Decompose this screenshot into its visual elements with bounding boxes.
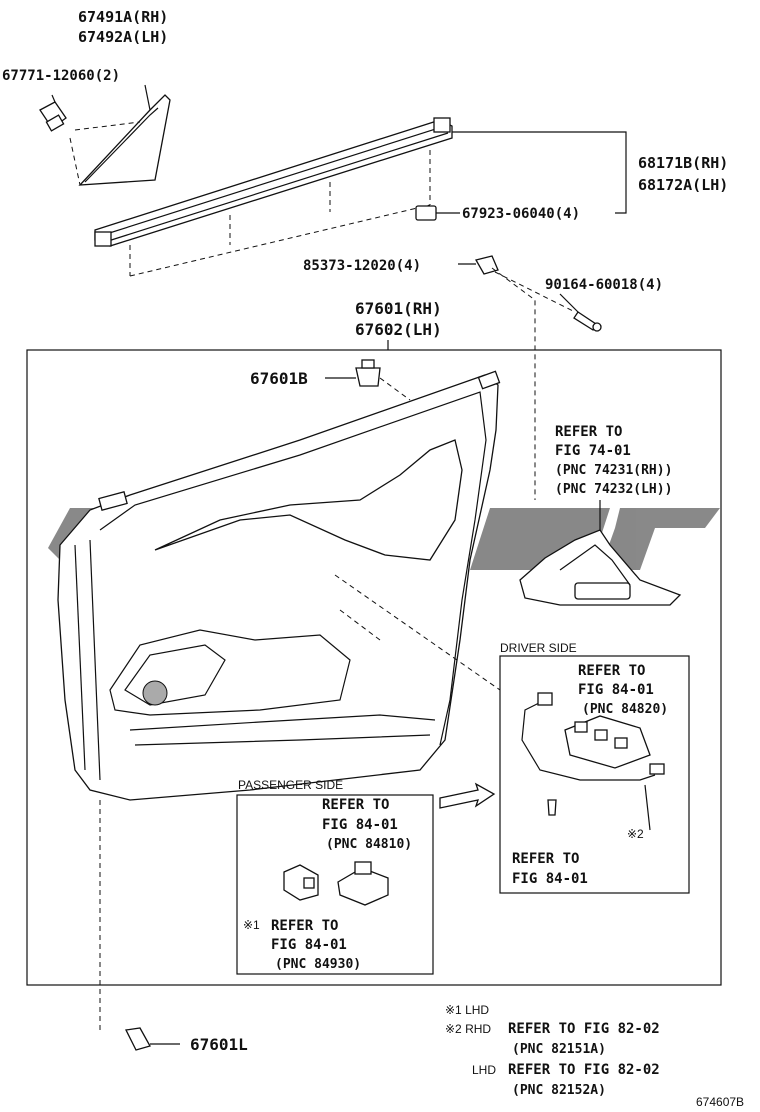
label-screw-90164: 90164-60018(4) (545, 277, 663, 293)
label-clip-67601l: 67601L (190, 1035, 248, 1054)
note-3-pnc: (PNC 82152A) (512, 1083, 606, 1098)
weatherstrip-clip-icon (415, 205, 460, 221)
label-moulding-lh: 67492A(LH) (78, 28, 168, 46)
figure-id: 674607B (696, 1095, 744, 1109)
clip-67771-icon (39, 94, 67, 132)
speaker-grille-icon (142, 680, 168, 706)
passenger-side-box (236, 794, 434, 975)
arrow-icon (439, 782, 496, 809)
driver-ref2-line2: FIG 84-01 (512, 871, 588, 887)
refer-armrest-line1: REFER TO (555, 424, 622, 440)
refer-armrest-line2: FIG 74-01 (555, 443, 631, 459)
armrest-base-part (519, 529, 682, 606)
note-2-mark: ※2 RHD (445, 1022, 491, 1036)
driver-ref2-line1: REFER TO (512, 851, 579, 867)
clip-67601l-icon (125, 1027, 180, 1051)
weatherstrip-part (94, 117, 453, 277)
label-weatherstrip-rh: 68171B(RH) (638, 154, 728, 172)
passenger-switch-part (283, 861, 389, 906)
label-moulding-rh: 67491A(RH) (78, 8, 168, 26)
passenger-ref1-line1: REFER TO (322, 797, 389, 813)
passenger-ref1-line3: (PNC 84810) (326, 837, 412, 852)
passenger-ref2-line3: (PNC 84930) (275, 957, 361, 972)
screw-90164-icon (559, 293, 602, 332)
label-panel-lh: 67602(LH) (355, 320, 442, 339)
driver-switch-assembly-part (521, 692, 665, 831)
driver-ref1-line2: FIG 84-01 (578, 682, 654, 698)
label-clip-85373: 85373-12020(4) (303, 258, 421, 274)
passenger-side-title: PASSENGER SIDE (238, 778, 343, 792)
passenger-ref2-line1: REFER TO (271, 918, 338, 934)
refer-armrest-line4: (PNC 74232(LH)) (555, 482, 672, 497)
refer-armrest-line3: (PNC 74231(RH)) (555, 463, 672, 478)
note-2-pnc: (PNC 82151A) (512, 1042, 606, 1057)
door-moulding-part (69, 94, 171, 186)
label-weatherstrip-clip: 67923-06040(4) (462, 206, 580, 222)
door-trim-panel-part (57, 370, 501, 801)
driver-ref1-line3: (PNC 84820) (582, 702, 668, 717)
note-1-mark: ※1 LHD (445, 1003, 489, 1017)
label-weatherstrip-lh: 68172A(LH) (638, 176, 728, 194)
label-clip-67601b: 67601B (250, 369, 308, 388)
note-3-mark: LHD (472, 1063, 496, 1077)
clip-67601b-icon (355, 359, 381, 387)
note-2-text: REFER TO FIG 82-02 (508, 1021, 660, 1037)
driver-side-box (499, 655, 690, 894)
label-clip-top: 67771-12060(2) (2, 68, 120, 84)
passenger-ref2-mark: ※1 (243, 918, 260, 932)
note-3-text: REFER TO FIG 82-02 (508, 1062, 660, 1078)
driver-ref1-line1: REFER TO (578, 663, 645, 679)
door-panel-frame (26, 349, 722, 986)
driver-note-mark: ※2 (627, 827, 644, 841)
clip-85373-icon (458, 255, 499, 275)
passenger-ref2-line2: FIG 84-01 (271, 937, 347, 953)
passenger-ref1-line2: FIG 84-01 (322, 817, 398, 833)
driver-side-title: DRIVER SIDE (500, 641, 577, 655)
label-panel-rh: 67601(RH) (355, 299, 442, 318)
